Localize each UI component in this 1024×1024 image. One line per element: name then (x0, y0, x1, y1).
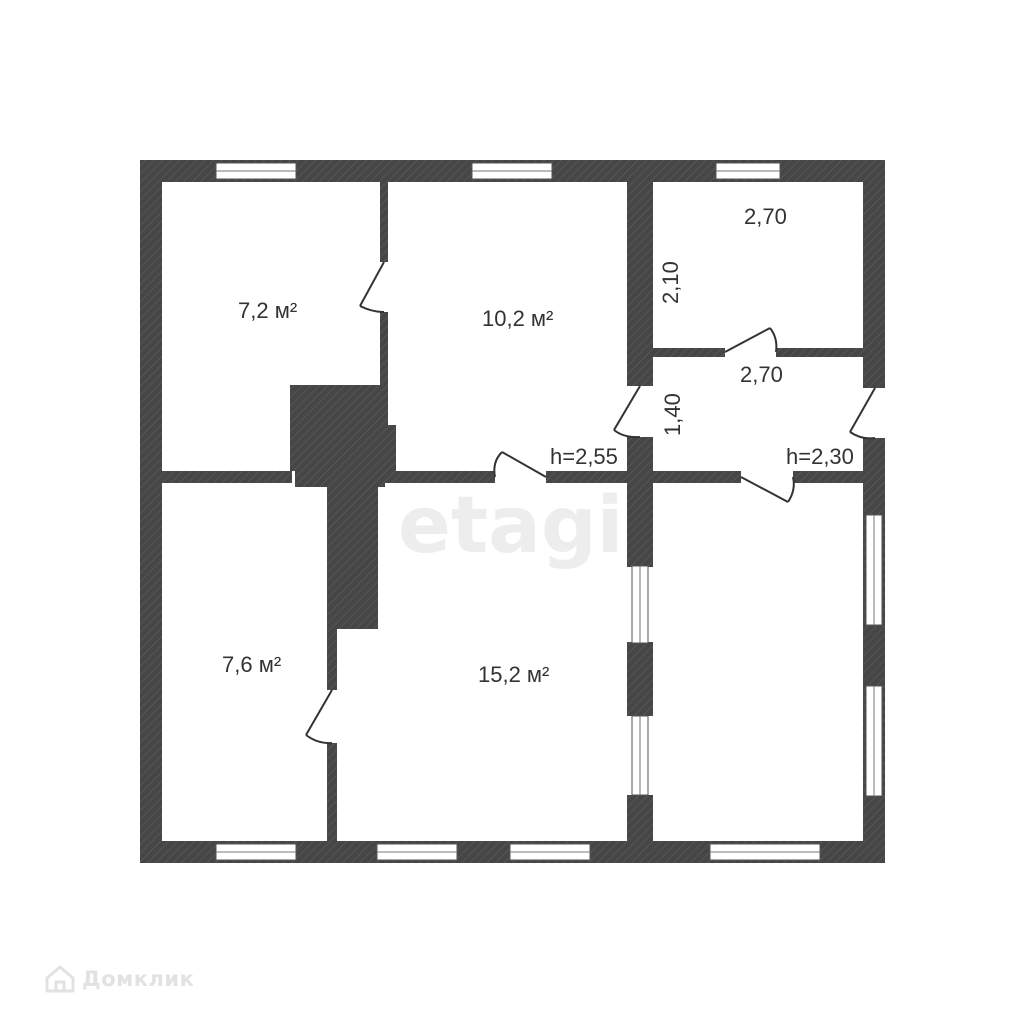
door-arc-3 (769, 327, 778, 353)
outer-wall-left (140, 160, 162, 863)
door-arc-2 (493, 451, 503, 478)
brand-text: Домклик (82, 967, 195, 991)
door-leaf-4 (613, 385, 641, 431)
door-leaf-2 (501, 451, 547, 478)
outer-wall-right-lower (863, 438, 885, 863)
chimney-block (290, 385, 388, 471)
door-arc-1 (359, 305, 385, 313)
door-leaf-7 (305, 689, 333, 736)
door-arc-7 (305, 734, 333, 745)
door-arc-4 (613, 429, 641, 439)
dim-top-right-height: 2,10 (658, 261, 683, 304)
walls (140, 160, 885, 863)
door-arc-5 (787, 476, 795, 503)
chimney-step (378, 425, 396, 471)
wall-central-lower (627, 642, 653, 716)
room-area-1: 7,2 м² (238, 298, 297, 323)
partition-lower-a (327, 483, 337, 690)
room-area-2: 10,2 м² (482, 306, 553, 331)
horizontal-wall-right-a (653, 471, 741, 483)
doors (305, 261, 876, 745)
room-area-3: 7,6 м² (222, 652, 281, 677)
door-leaf-3 (724, 327, 771, 353)
brand-watermark: Домклик (44, 964, 194, 994)
door-leaf-1 (359, 261, 385, 307)
window-glass-lines (216, 170, 875, 853)
ceiling-height-left: h=2,55 (550, 444, 618, 469)
horizontal-wall-left (162, 471, 292, 483)
wall-central-bottom (627, 795, 653, 841)
dim-hall-height: 1,40 (660, 393, 685, 436)
door-leaf-5 (740, 476, 789, 503)
etagi-watermark: etagi (398, 481, 623, 571)
dim-top-right-width: 2,70 (744, 204, 787, 229)
wall-central-upper (627, 182, 653, 386)
house-icon (45, 965, 75, 993)
partition-upper-b (380, 312, 388, 387)
door-arc-6 (849, 431, 876, 440)
horizontal-wall-center (546, 471, 627, 483)
wall-central-mid (627, 437, 653, 567)
horizontal-wall-right-b (793, 471, 863, 483)
door-leaf-6 (849, 387, 876, 433)
ceiling-height-right: h=2,30 (786, 444, 854, 469)
stove-top (295, 465, 385, 487)
dim-hall-width: 2,70 (740, 362, 783, 387)
hall-wall-left (653, 348, 725, 357)
outer-wall-right-upper (863, 160, 885, 388)
hall-wall-right (776, 348, 863, 357)
stove-column (337, 483, 378, 629)
partition-upper-a (380, 182, 388, 262)
room-area-4: 15,2 м² (478, 662, 549, 687)
partition-lower-b (327, 743, 337, 841)
horizontal-wall-mid (380, 471, 495, 483)
